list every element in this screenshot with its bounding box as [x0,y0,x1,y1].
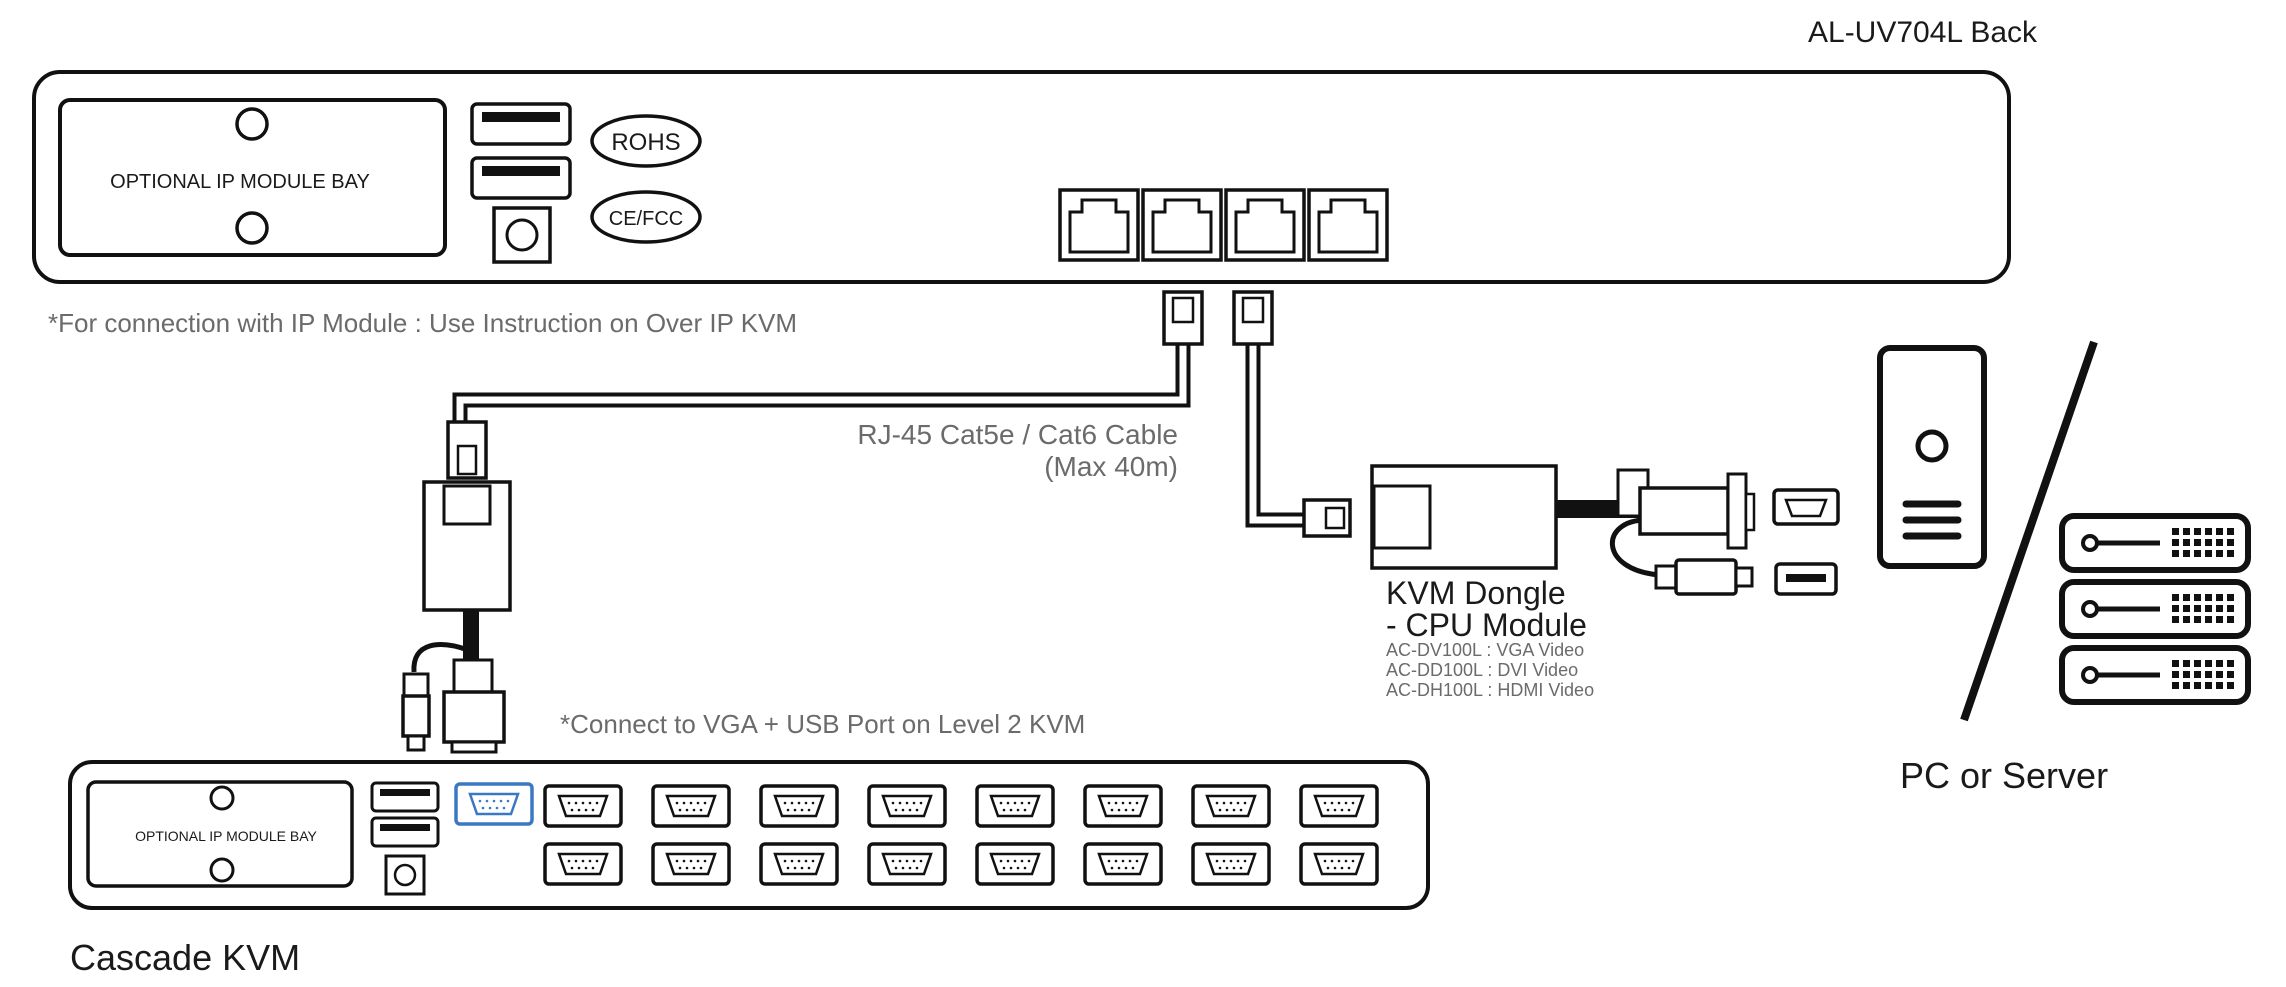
vga-port-6 [1083,784,1163,828]
rj45-plug-right [1232,290,1274,346]
cascade-dongle [401,420,512,754]
server-unit-1 [2059,513,2251,573]
vga-port-console [454,782,534,826]
main-module-bay-label: OPTIONAL IP MODULE BAY [110,171,370,193]
cable-label-line2: (Max 40m) [1044,451,1178,482]
main-ip-module-bay: OPTIONAL IP MODULE BAY [58,98,447,257]
rj45-port-3 [1224,188,1306,262]
rohs-badge: ROHS [590,114,702,168]
rj45-ports [1058,188,1389,262]
ce-fcc-label: CE/FCC [609,208,683,230]
ip-module-note: *For connection with IP Module : Use Ins… [48,308,797,338]
server-stack-icon [2059,513,2251,705]
rj45-port-1 [1058,188,1140,262]
server-unit-3 [2059,645,2251,705]
cascade-kvm-back-panel: OPTIONAL IP MODULE BAY [68,760,1430,910]
rohs-label: ROHS [611,129,680,156]
pc-vga-port [1772,488,1840,526]
main-power-port [492,206,552,264]
divider-slash [1960,340,2098,722]
vga-port-8 [1299,784,1379,828]
dongle-model-hdmi: AC-DH100L : HDMI Video [1386,680,1594,700]
vga-usb-note: *Connect to VGA + USB Port on Level 2 KV… [560,709,1085,739]
vga-port-9 [543,842,623,886]
vga-port-4 [867,784,947,828]
pc-or-server-label: PC or Server [1900,755,2108,796]
vga-port-14 [1083,842,1163,886]
vga-port-13 [975,842,1055,886]
cascade-power-port [384,854,426,896]
dongle-title-line1: KVM Dongle [1386,575,1566,611]
cable-to-dongle [1245,342,1306,528]
cascade-usb-ports [370,781,440,848]
vga-port-11 [759,842,839,886]
dongle-model-vga: AC-DV100L : VGA Video [1386,640,1584,660]
vga-port-7 [1191,784,1271,828]
cable-to-cascade [452,342,1191,425]
ce-fcc-badge: CE/FCC [590,190,702,244]
vga-port-10 [651,842,731,886]
dongle-title-line2: - CPU Module [1386,607,1587,643]
server-unit-2 [2059,579,2251,639]
vga-port-5 [975,784,1055,828]
vga-port-3 [759,784,839,828]
cascade-vga-ports [454,782,1379,886]
vga-port-16 [1299,842,1379,886]
cascade-ip-module-bay: OPTIONAL IP MODULE BAY [86,780,354,888]
cascade-module-bay-label: OPTIONAL IP MODULE BAY [135,828,317,844]
vga-port-2 [651,784,731,828]
cascade-kvm-label: Cascade KVM [70,937,300,978]
diagram-title: AL-UV704L Back [1808,16,2038,49]
main-usb-ports [470,102,572,200]
main-unit-back-panel: OPTIONAL IP MODULE BAY ROHS CE/FCC [32,70,2011,284]
rj45-port-2 [1141,188,1223,262]
vga-port-1 [543,784,623,828]
vga-port-15 [1191,842,1271,886]
cpu-module-dongle [1302,464,1756,596]
rj45-port-4 [1307,188,1389,262]
pc-tower-icon [1877,345,1987,569]
vga-port-12 [867,842,947,886]
cable-label-line1: RJ-45 Cat5e / Cat6 Cable [857,419,1178,450]
pc-usb-port [1774,562,1838,596]
rj45-plug-left [1162,290,1204,346]
dongle-model-dvi: AC-DD100L : DVI Video [1386,660,1578,680]
